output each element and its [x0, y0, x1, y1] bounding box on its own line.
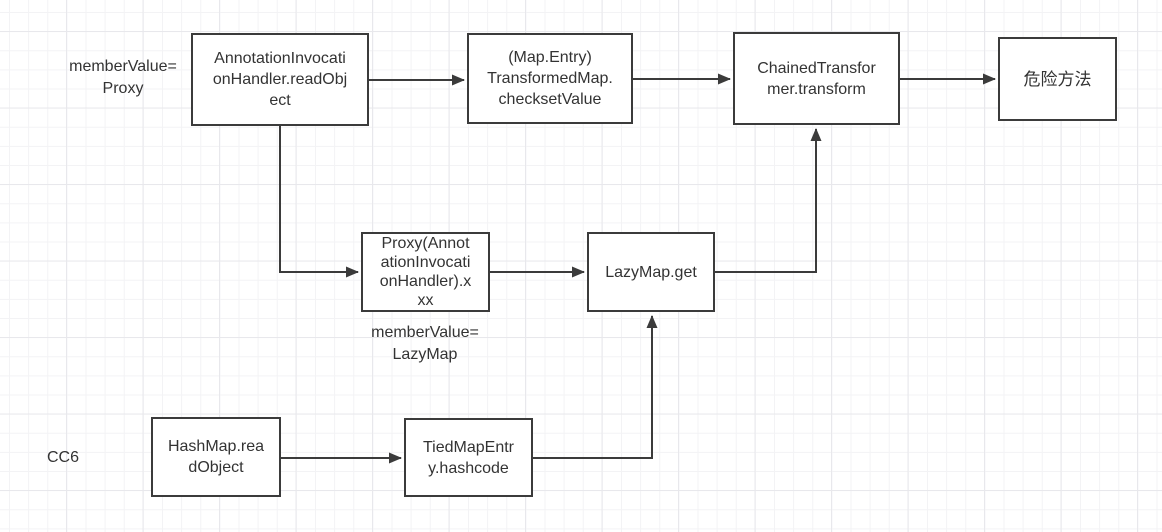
connector-lazymap-get-to-transform	[715, 128, 822, 273]
node-hashmap-readobject: HashMap.rea dObject	[151, 417, 281, 497]
label-membervalue-lazymap: memberValue= LazyMap	[371, 324, 479, 363]
node-annotationinvocationhandler-readobject-label: AnnotationInvocati onHandler.readObj ect	[212, 50, 348, 109]
node-transformedmap-checksetvalue-label: (Map.Entry) TransformedMap. checksetValu…	[487, 49, 613, 108]
node-dangerous-method-label: 危险方法	[1023, 69, 1092, 89]
node-chainedtransformer-transform-label: ChainedTransfor mer.transform	[757, 59, 876, 98]
node-hashmap-readobject-label: HashMap.rea dObject	[167, 438, 265, 476]
node-chainedtransformer-transform: ChainedTransfor mer.transform	[733, 32, 900, 125]
label-cc6: CC6	[46, 449, 79, 466]
connector-readobject-to-proxy	[279, 126, 359, 278]
node-tiedmapentry-hashcode: TiedMapEntr y.hashcode	[404, 418, 533, 497]
node-dangerous-method: 危险方法	[998, 37, 1117, 121]
node-tiedmapentry-hashcode-label: TiedMapEntr y.hashcode	[423, 438, 514, 477]
node-lazymap-get-label: LazyMap.get	[605, 263, 697, 281]
node-proxy-annotationinvocationhandler-xxx-label: Proxy(Annot ationInvocati onHandler).x x…	[379, 235, 472, 309]
node-annotationinvocationhandler-readobject: AnnotationInvocati onHandler.readObj ect	[191, 33, 369, 126]
node-proxy-annotationinvocationhandler-xxx: Proxy(Annot ationInvocati onHandler).x x…	[361, 232, 490, 312]
node-transformedmap-checksetvalue: (Map.Entry) TransformedMap. checksetValu…	[467, 33, 633, 124]
connector-tiedmapentry-to-lazymap-get	[533, 315, 658, 459]
node-lazymap-get: LazyMap.get	[587, 232, 715, 312]
label-membervalue-proxy: memberValue= Proxy	[69, 58, 177, 97]
